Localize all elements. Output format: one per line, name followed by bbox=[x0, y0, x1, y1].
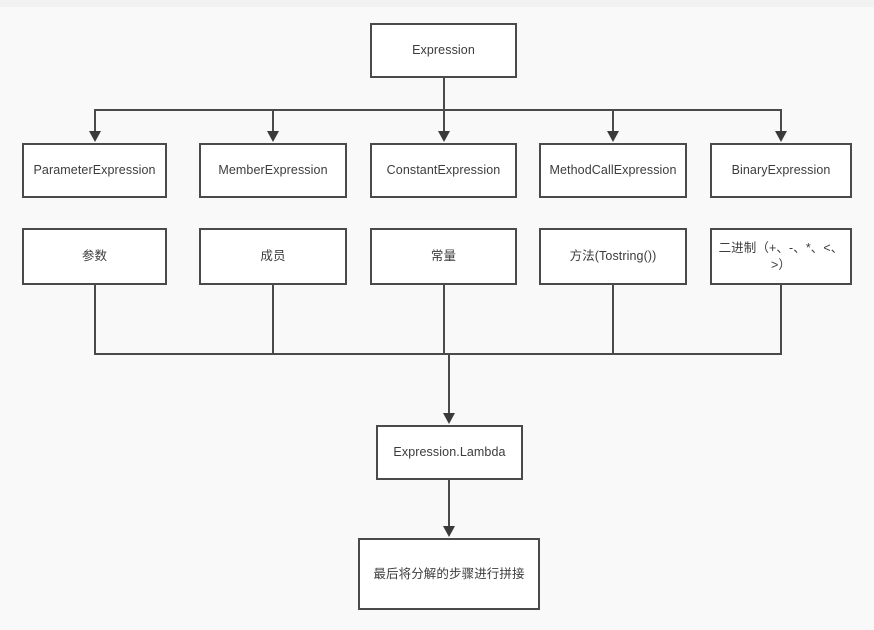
node-binary-expression-label: BinaryExpression bbox=[731, 163, 831, 178]
node-meaning-binary-label: 二进制（+、-、*、<、>） bbox=[718, 240, 844, 272]
connector-drop-parameter bbox=[94, 109, 96, 132]
top-band bbox=[0, 0, 874, 7]
node-constant-expression[interactable]: ConstantExpression bbox=[370, 143, 517, 198]
connector-merge-drop-member bbox=[272, 285, 274, 355]
node-expression-lambda[interactable]: Expression.Lambda bbox=[376, 425, 523, 480]
connector-distribution-bar bbox=[94, 109, 782, 111]
connector-lambda-stem bbox=[448, 353, 450, 414]
node-member-expression-label: MemberExpression bbox=[218, 163, 328, 178]
arrowhead-methodcall bbox=[607, 131, 619, 142]
connector-merge-drop-constant bbox=[443, 285, 445, 355]
connector-drop-constant bbox=[443, 109, 445, 132]
node-meaning-binary[interactable]: 二进制（+、-、*、<、>） bbox=[710, 228, 852, 285]
node-expression-lambda-label: Expression.Lambda bbox=[393, 445, 506, 460]
node-meaning-member-label: 成员 bbox=[260, 249, 286, 264]
connector-merge-drop-parameter bbox=[94, 285, 96, 355]
connector-result-stem bbox=[448, 480, 450, 527]
connector-drop-methodcall bbox=[612, 109, 614, 132]
connector-merge-drop-method bbox=[612, 285, 614, 355]
node-meaning-member[interactable]: 成员 bbox=[199, 228, 347, 285]
node-meaning-method-label: 方法(Tostring()) bbox=[569, 249, 657, 264]
connector-drop-member bbox=[272, 109, 274, 132]
arrowhead-lambda bbox=[443, 413, 455, 424]
connector-root-stem bbox=[443, 78, 445, 109]
connector-merge-drop-binary bbox=[780, 285, 782, 355]
node-parameter-expression[interactable]: ParameterExpression bbox=[22, 143, 167, 198]
node-meaning-constant[interactable]: 常量 bbox=[370, 228, 517, 285]
connector-drop-binary bbox=[780, 109, 782, 132]
node-methodcall-expression-label: MethodCallExpression bbox=[549, 163, 677, 178]
node-meaning-parameter[interactable]: 参数 bbox=[22, 228, 167, 285]
node-constant-expression-label: ConstantExpression bbox=[386, 163, 501, 178]
arrowhead-binary bbox=[775, 131, 787, 142]
node-expression[interactable]: Expression bbox=[370, 23, 517, 78]
node-result[interactable]: 最后将分解的步骤进行拼接 bbox=[358, 538, 540, 610]
node-binary-expression[interactable]: BinaryExpression bbox=[710, 143, 852, 198]
node-meaning-method[interactable]: 方法(Tostring()) bbox=[539, 228, 687, 285]
node-expression-label: Expression bbox=[412, 43, 475, 58]
node-meaning-constant-label: 常量 bbox=[430, 249, 457, 264]
arrowhead-member bbox=[267, 131, 279, 142]
node-member-expression[interactable]: MemberExpression bbox=[199, 143, 347, 198]
node-parameter-expression-label: ParameterExpression bbox=[33, 163, 156, 178]
arrowhead-constant bbox=[438, 131, 450, 142]
node-methodcall-expression[interactable]: MethodCallExpression bbox=[539, 143, 687, 198]
node-meaning-parameter-label: 参数 bbox=[81, 249, 108, 264]
connector-merge-bar bbox=[94, 353, 782, 355]
arrowhead-result bbox=[443, 526, 455, 537]
arrowhead-parameter bbox=[89, 131, 101, 142]
node-result-label: 最后将分解的步骤进行拼接 bbox=[373, 566, 525, 581]
